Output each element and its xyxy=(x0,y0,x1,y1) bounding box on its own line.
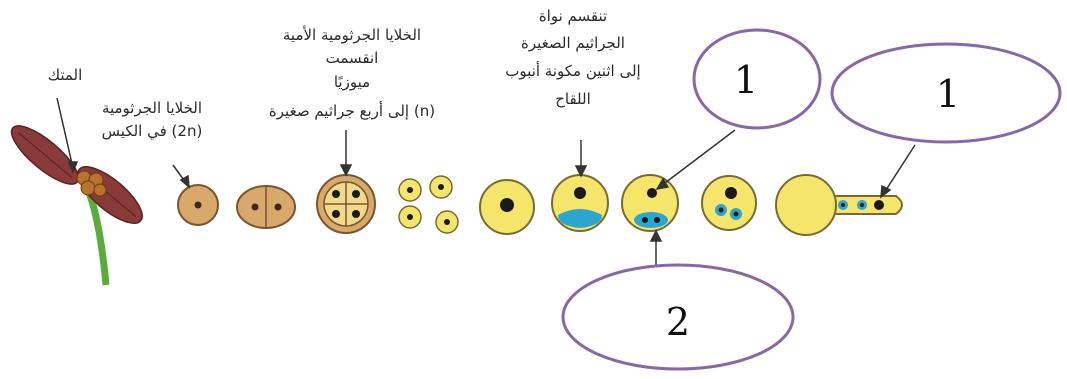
callout-oval-bottom xyxy=(561,263,795,371)
callout-oval-top-right xyxy=(830,42,1062,144)
callout-number-top-right: 1 xyxy=(936,72,960,116)
microspore xyxy=(479,179,535,235)
nucleus-division-label-line2: الجراثيم الصغيرة xyxy=(521,34,625,52)
meiosis-label-line3: ميوزيًا xyxy=(334,73,370,91)
young-pollen-grain xyxy=(621,174,679,232)
sac-cells-label-line2: (2n) في الكيس xyxy=(102,122,203,141)
meiosis-label-line2: انقسمت xyxy=(326,49,379,67)
tetrad xyxy=(316,174,376,234)
anther-cross-section xyxy=(76,170,107,197)
anther-label: المتك xyxy=(48,66,83,84)
microspore-dividing xyxy=(551,174,609,232)
nucleus-division-label-line3: إلى اثنين مكونة أنبوب xyxy=(505,61,640,80)
labels: المتك الخلايا الجرثومية (2n) في الكيس ال… xyxy=(48,7,641,141)
meiosis-label-line1: الخلايا الجرثومية الأمية xyxy=(283,25,421,44)
anther-illustration xyxy=(10,125,143,286)
arrows xyxy=(56,97,916,265)
microspores xyxy=(398,175,459,234)
callout-number-bottom: 2 xyxy=(666,300,690,344)
dividing-cell xyxy=(236,185,296,229)
callouts: 1 1 2 xyxy=(561,28,1062,371)
callout-oval-top-left xyxy=(692,28,822,130)
sporogenous-cell xyxy=(177,184,219,226)
callout-number-top-left: 1 xyxy=(734,58,758,102)
nucleus-division-label-line4: اللقاح xyxy=(555,90,591,108)
meiosis-label-line4: (n) إلى أربع جراثيم صغيرة xyxy=(269,101,435,120)
germinating-pollen-grain xyxy=(775,174,903,236)
mature-pollen-grain xyxy=(701,175,757,231)
sac-cells-label-line1: الخلايا الجرثومية xyxy=(102,99,202,117)
nucleus-division-label-line1: تنقسم نواة xyxy=(539,7,607,25)
